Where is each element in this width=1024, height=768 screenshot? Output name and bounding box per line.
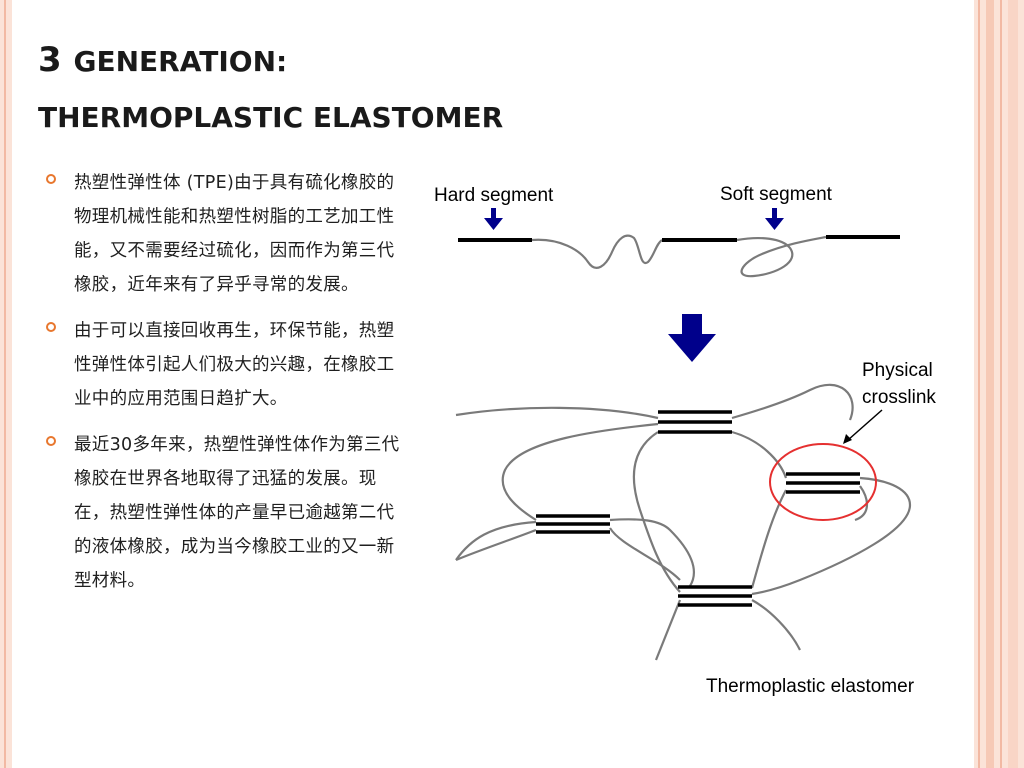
bullet-item: 由于可以直接回收再生，环保节能，热塑性弹性体引起人们极大的兴趣，在橡胶工业中的应… <box>44 314 404 416</box>
bullet-icon <box>46 322 56 332</box>
bullet-text: 由于可以直接回收再生，环保节能，热塑性弹性体引起人们极大的兴趣，在橡胶工业中的应… <box>74 321 395 409</box>
title-number: 3 <box>38 40 62 80</box>
crosslink-bundle <box>786 472 860 494</box>
tpe-diagram: Hard segment Soft segment Physical cross… <box>434 184 936 697</box>
bullet-icon <box>46 436 56 446</box>
right-border-decoration <box>974 0 1024 768</box>
big-down-arrow-icon <box>668 314 716 362</box>
bullet-item: 最近30多年来，热塑性弹性体作为第三代橡胶在世界各地取得了迅猛的发展。现在，热塑… <box>44 428 404 598</box>
title-word: generation: <box>73 45 288 78</box>
hard-segment-arrow-icon <box>484 208 503 230</box>
physical-crosslink-highlight <box>769 443 877 521</box>
physical-crosslink-label-line2: crosslink <box>862 387 936 408</box>
bullet-item: 热塑性弹性体 (TPE)由于具有硫化橡胶的物理机械性能和热塑性树脂的工艺加工性能… <box>44 166 404 302</box>
crosslink-bundle <box>658 410 732 434</box>
slide-title: 3 generation: thermoplastic elastomer <box>38 32 678 146</box>
soft-segment-arrow-icon <box>765 208 784 230</box>
crosslink-bundle <box>678 585 752 607</box>
network-chains <box>455 383 912 661</box>
title-subtitle: thermoplastic elastomer <box>38 101 504 134</box>
hard-segment-label: Hard segment <box>434 185 554 206</box>
soft-segment-label: Soft segment <box>720 184 833 205</box>
crosslink-bundle <box>536 514 610 534</box>
bullet-text: 最近30多年来，热塑性弹性体作为第三代橡胶在世界各地取得了迅猛的发展。现在，热塑… <box>74 435 400 591</box>
bullet-icon <box>46 174 56 184</box>
linear-chain <box>458 234 900 278</box>
bullet-list: 热塑性弹性体 (TPE)由于具有硫化橡胶的物理机械性能和热塑性树脂的工艺加工性能… <box>44 166 404 610</box>
diagram-caption: Thermoplastic elastomer <box>706 676 915 697</box>
bullet-text: 热塑性弹性体 (TPE)由于具有硫化橡胶的物理机械性能和热塑性树脂的工艺加工性能… <box>74 173 395 295</box>
left-border-decoration <box>0 0 12 768</box>
physical-crosslink-label-line1: Physical <box>862 360 933 381</box>
